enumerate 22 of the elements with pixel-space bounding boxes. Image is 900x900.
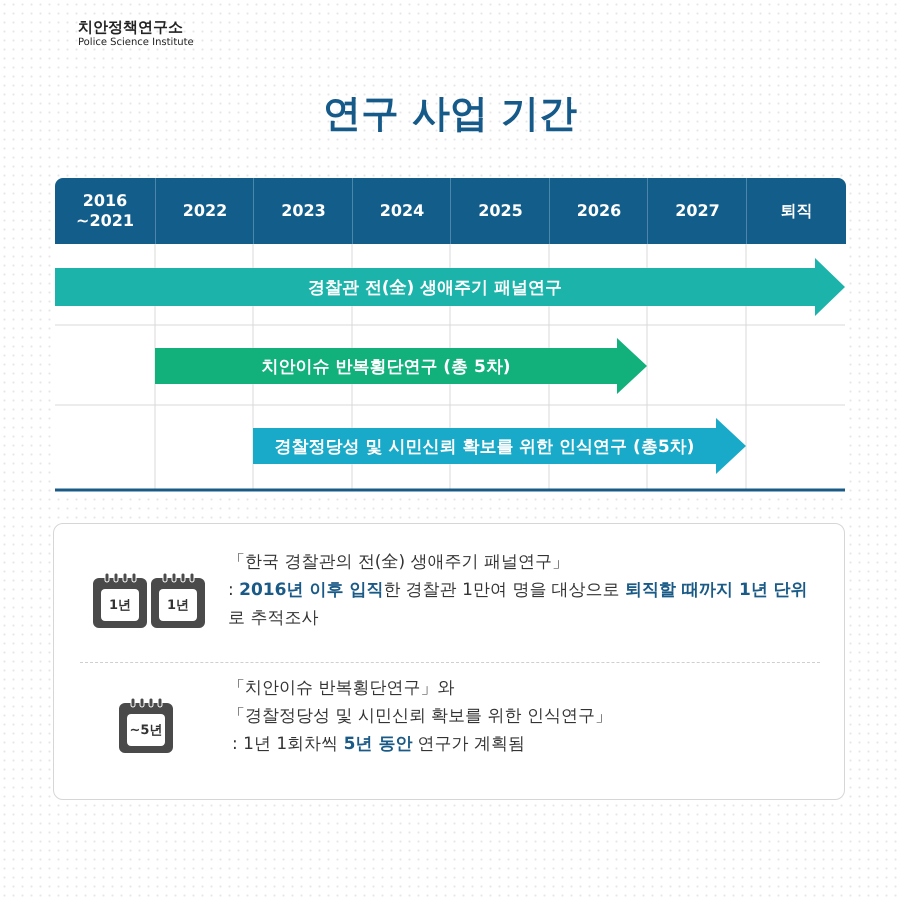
year-header-cell: 2025: [450, 178, 550, 244]
year-header-cell: 2027: [647, 178, 747, 244]
year-header-cell: 2022: [155, 178, 254, 244]
year-header-cell: 2023: [253, 178, 353, 244]
note-text: : 1년 1회차씩 5년 동안 연구가 계획됨: [232, 733, 526, 756]
year-header-cell: 퇴직: [746, 178, 846, 244]
note-text: : 2016년 이후 입직한 경찰관 1만여 명을 대상으로 퇴직할 때까지 1년 단위로 추적조사: [228, 579, 809, 630]
title: 연구 사업 기간: [322, 90, 578, 137]
band-label: 치안이슈 반복횡단연구 (총 5차): [261, 356, 511, 378]
band-label: 경찰정당성 및 시민신뢰 확보를 위한 인식연구 (총5차): [274, 436, 694, 458]
band-label: 경찰관 전(全) 생애주기 패널연구: [308, 276, 562, 298]
arrow-band: [155, 338, 647, 394]
note-heading: 「경찰정당성 및 시민신뢰 확보를 위한 인식연구」: [228, 705, 614, 728]
note-heading: 「한국 경찰관의 전(全) 생애주기 패널연구」: [228, 551, 570, 574]
arrow-band: [253, 418, 746, 474]
year-header-cell: 2016 ~2021: [55, 178, 155, 244]
year-header-cell: 2024: [352, 178, 451, 244]
arrow-band: [55, 258, 845, 316]
note-heading: 「치안이슈 반복횡단연구」와: [228, 677, 456, 700]
institute-subtitle: Police Science Institute: [78, 37, 194, 48]
year-header-cell: 2026: [549, 178, 648, 244]
institute-name: 치안정책연구소: [78, 18, 183, 37]
